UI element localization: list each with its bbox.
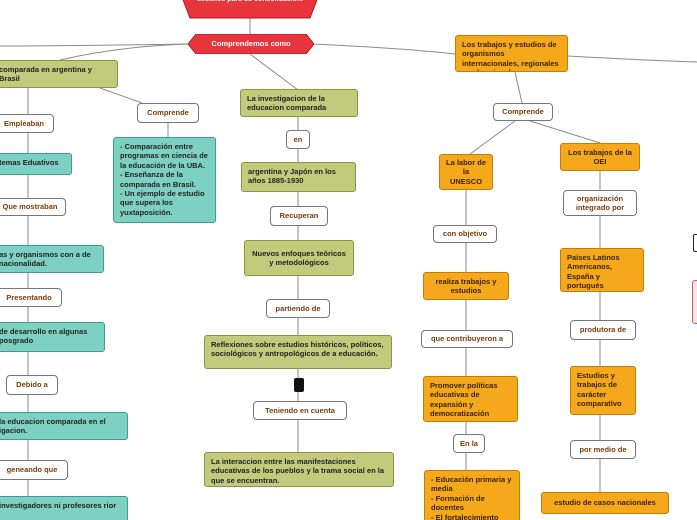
right-node-oei[interactable]: Los trabajos de la OEI — [560, 143, 640, 171]
middle-node-interaccion[interactable]: La interaccion entre las manifestaciones… — [204, 452, 394, 487]
left-node-educacion-comparada[interactable]: la educacion comparada en el igacion. — [0, 412, 128, 440]
right-node-paises[interactable]: Países Latinos Americanos, España y port… — [560, 248, 644, 292]
right-connector-contribuyeron[interactable]: que contribuyeron a — [421, 330, 513, 348]
right-connector-en-la[interactable]: En la — [453, 434, 485, 453]
right-node-casos-nacionales[interactable]: estudio de casos nacionales — [541, 492, 669, 514]
right-connector-organizacion[interactable]: organización integrado por — [563, 190, 637, 216]
middle-connector-en[interactable]: en — [286, 130, 310, 149]
offscreen-node-edge — [693, 234, 697, 252]
central-shape — [188, 34, 314, 54]
left-connector-mostraban[interactable]: Que mostraban — [0, 198, 66, 216]
right-node-unesco[interactable]: La labor de la UNESCO — [439, 154, 493, 190]
left-node-desarrollo[interactable]: de desarrollo en algunas posgrado — [0, 322, 105, 352]
right-connector-objetivo[interactable]: con objetivo — [433, 225, 497, 243]
right-node-estudios-comparativo[interactable]: Estudios y trabajos de carácter comparat… — [570, 366, 636, 415]
left-connector-empleaban[interactable]: Empleaban — [0, 114, 54, 133]
middle-connector-partiendo[interactable]: partiendo de — [266, 299, 330, 318]
middle-connector-teniendo[interactable]: Teniendo en cuenta — [253, 401, 347, 420]
right-node-educacion-list[interactable]: - Educación primaria y media - Formación… — [424, 470, 520, 520]
middle-connector-recuperan[interactable]: Recuperan — [270, 206, 328, 226]
left-node-temas[interactable]: temas Eduativos — [0, 153, 72, 175]
offscreen-pink-node-edge — [692, 280, 697, 324]
black-marker-icon — [294, 378, 304, 392]
right-node-realiza[interactable]: realiza trabajos y estudios — [423, 272, 509, 300]
central-node[interactable]: Comprendemos como — [211, 39, 291, 49]
left-connector-presentando[interactable]: Presentando — [0, 288, 62, 307]
middle-node-investigacion[interactable]: La investigacion de la educacion compara… — [240, 89, 358, 117]
middle-node-reflexiones[interactable]: Reflexiones sobre estudios históricos, p… — [204, 335, 392, 369]
left-connector-geneando[interactable]: geneando que — [0, 460, 68, 480]
right-node-politicas[interactable]: Promover políticas educativas de expansi… — [423, 376, 518, 422]
left-connector-comprende[interactable]: Comprende — [137, 103, 199, 123]
right-connector-por-medio[interactable]: por medio de — [570, 440, 636, 459]
right-node-organismos-internacionales[interactable]: Los trabajos y estudios de organismos in… — [455, 35, 568, 72]
left-node-investigadores[interactable]: investigadores ni profesores rior — [0, 496, 128, 520]
middle-node-argentina-japon[interactable]: argentina y Japón en los años 1885-1930 — [241, 162, 356, 192]
left-connector-debido[interactable]: Debido a — [6, 375, 58, 395]
middle-node-enfoques[interactable]: Nuevos enfoques teóricos y metodológicos — [244, 240, 354, 276]
top-title-node[interactable]: desafíos para su consolidación. — [195, 0, 305, 16]
right-connector-produtora[interactable]: produtora de — [570, 320, 636, 340]
top-red-shape — [182, 0, 318, 19]
left-node-comparacion-list[interactable]: - Comparación entre programas en ciencia… — [113, 137, 216, 223]
left-node-comparada[interactable]: comparada en argentina y Brasil — [0, 60, 118, 88]
left-node-organismos[interactable]: as y organismos con a de nacionalidad. — [0, 245, 104, 273]
right-connector-comprende[interactable]: Comprende — [493, 103, 553, 121]
